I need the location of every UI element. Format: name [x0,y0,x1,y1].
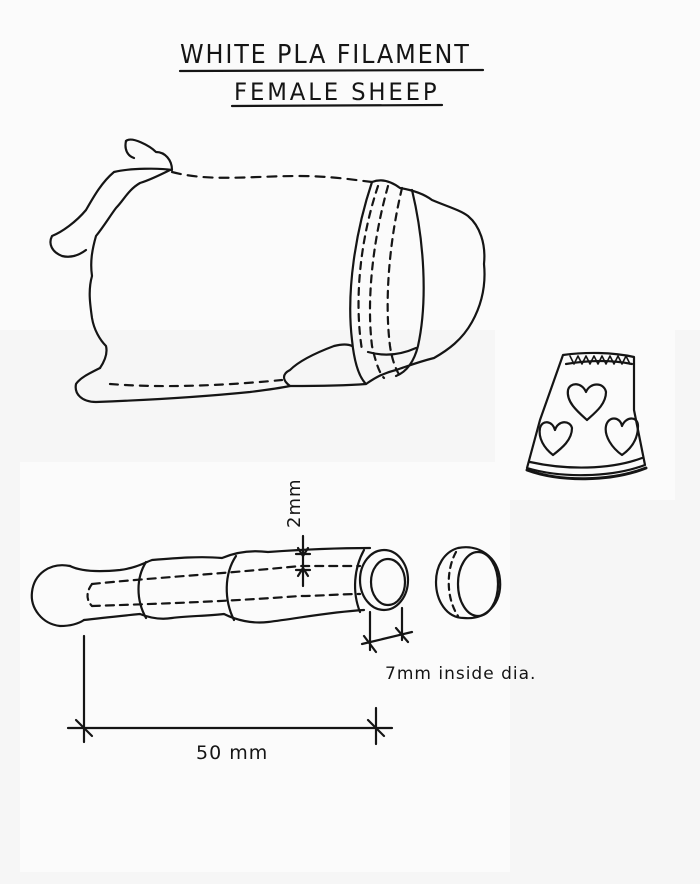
sheep-ring-base [366,346,418,356]
tube-bottom-edge [82,608,366,624]
dimensions [66,534,414,746]
paper-patch-top [0,0,700,330]
thimble-body [525,351,647,477]
sheep-ring-right [394,188,425,378]
sheep-hind-leg [282,343,398,388]
heart-icon-2 [538,421,574,457]
heart-icon [566,383,608,422]
ring-dashed [447,550,460,618]
tube-segment-3 [353,548,366,614]
ring-outer [434,546,502,620]
tube-segment-2 [225,554,238,622]
sheep-sketch [49,138,486,404]
dim-7mm-tick [362,626,410,654]
wall-thickness-label: 2mm [284,478,305,528]
sheep-ear [124,139,136,160]
tube-sketch [30,546,502,628]
length-label: 50 mm [196,742,269,764]
sheep-wool-chest [88,168,172,370]
inside-diameter-label: 7mm inside dia. [385,664,537,684]
tube-opening-inner [369,557,407,607]
tube-inner-dashed [90,564,362,586]
sheep-ring-dash2 [386,186,404,378]
title-underline-2 [230,103,444,108]
sheep-head [49,138,174,258]
tube-end-dashed [86,582,94,608]
sheep-belly-dashed [108,378,284,388]
sheep-front-leg [74,366,292,404]
tube-inner-dashed-2 [90,592,362,608]
ring-face [456,550,500,618]
thimble-base-thick [525,466,648,481]
dim-50mm-tick-right [366,718,386,738]
tube-opening-outer [358,548,410,612]
thimble-sketch [525,351,648,481]
diagram-title-line-2: FEMALE SHEEP [234,78,440,106]
dim-7mm-line [360,630,414,646]
thimble-top-stitches [569,355,631,365]
sheep-ring-dash3 [357,184,380,352]
heart-icon-3 [604,417,640,457]
title-underline-1 [178,68,485,73]
sheep-rump [370,179,486,372]
thimble-rim-bottom [528,456,644,469]
dim-50mm-tick-left [74,718,94,738]
tube-top-edge [68,546,372,573]
sheep-ring-dash1 [368,184,390,380]
diagram-title-line-1: WHITE PLA FILAMENT [180,40,471,70]
paper-patch-bottom [20,462,510,872]
dim-2mm-arrow [296,546,310,578]
tube-segment-1 [137,560,148,620]
sheep-ring-left [349,180,374,386]
tube-end-cap [30,564,86,628]
sheep-back-dashed [170,170,374,184]
